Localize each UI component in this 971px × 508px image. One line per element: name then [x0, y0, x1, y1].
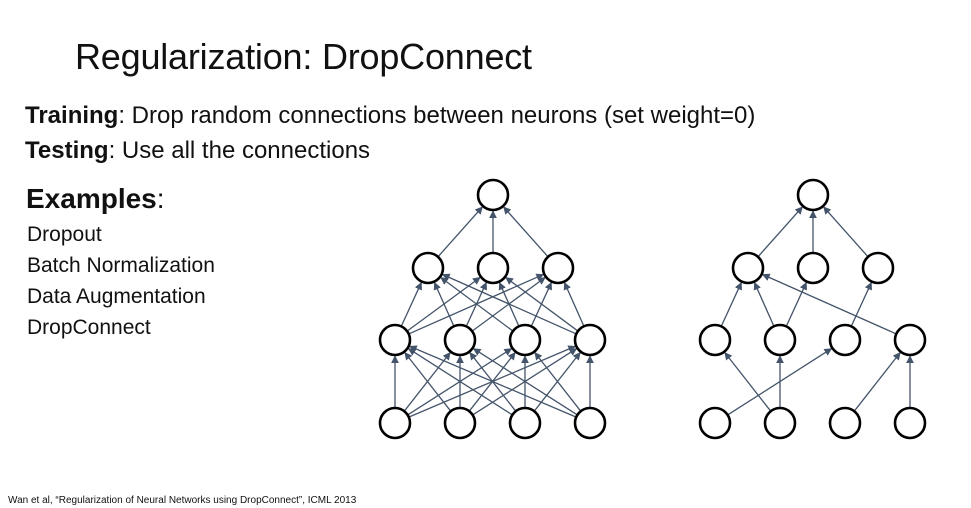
neuron-node	[411, 251, 445, 285]
connection-arrow	[440, 277, 514, 332]
connection-arrow	[407, 348, 513, 416]
connection-arrow	[441, 273, 577, 335]
training-line: Training: Drop random connections betwee…	[25, 101, 755, 131]
connection-arrow	[823, 206, 869, 258]
connection-arrow	[850, 281, 872, 327]
connection-arrow	[400, 281, 422, 327]
title-rest: : DropConnect	[302, 36, 532, 77]
connections	[720, 206, 914, 416]
connection-arrow	[724, 351, 772, 412]
neuron-node	[476, 178, 510, 212]
neuron-node	[828, 406, 862, 440]
neuron-node	[763, 323, 797, 357]
connection-arrow	[437, 206, 483, 258]
list-item: Dropout	[27, 223, 102, 246]
connection-arrow	[761, 273, 897, 335]
dropconnect-network-diagram	[698, 178, 927, 440]
neuron-node	[893, 406, 927, 440]
neuron-node	[698, 323, 732, 357]
neuron-node	[508, 323, 542, 357]
neuron-node	[861, 251, 895, 285]
examples-heading-colon: :	[156, 183, 165, 214]
neuron-node	[893, 323, 927, 357]
testing-text: : Use all the connections	[108, 137, 371, 164]
list-item: Batch Normalization	[27, 254, 215, 277]
page-title: Regularization: DropConnect	[75, 36, 532, 78]
connection-arrow	[534, 351, 582, 412]
neuron-node	[698, 406, 732, 440]
connection-arrow	[409, 345, 577, 418]
connection-arrow	[785, 281, 807, 327]
neuron-node	[378, 323, 412, 357]
neuron-node	[796, 251, 830, 285]
neuron-node	[796, 178, 830, 212]
testing-label: Testing	[25, 137, 109, 164]
connections	[391, 206, 594, 418]
neuron-node	[573, 406, 607, 440]
examples-heading: Examples:	[26, 182, 165, 216]
connection-arrow	[505, 277, 579, 332]
testing-line: Testing: Use all the connections	[25, 136, 370, 166]
neuron-node	[378, 406, 412, 440]
connection-arrow	[433, 281, 455, 327]
citation: Wan et al, “Regularization of Neural Net…	[8, 495, 357, 506]
title-keyword: Regularization	[75, 36, 303, 77]
connection-arrow	[720, 281, 742, 327]
neuron-node	[541, 251, 575, 285]
full-network-diagram	[378, 178, 607, 440]
connection-arrow	[753, 281, 775, 327]
neuron-node	[508, 406, 542, 440]
neuron-node	[828, 323, 862, 357]
examples-heading-label: Examples	[26, 183, 157, 214]
training-text: : Drop random connections between neuron…	[118, 102, 756, 129]
training-label: Training	[25, 102, 119, 129]
connection-arrow	[404, 351, 452, 412]
neuron-node	[443, 406, 477, 440]
connection-arrow	[757, 206, 803, 258]
connection-arrow	[472, 348, 578, 416]
examples-list: Dropout Batch Normalization Data Augment…	[27, 219, 215, 343]
neuron-node	[573, 323, 607, 357]
connection-arrow	[503, 206, 549, 258]
neuron-node	[476, 251, 510, 285]
list-item: DropConnect	[27, 316, 151, 339]
connection-arrow	[853, 351, 901, 412]
neuron-node	[763, 406, 797, 440]
list-item: Data Augmentation	[27, 285, 206, 308]
neuron-node	[443, 323, 477, 357]
connection-arrow	[563, 281, 585, 327]
neuron-node	[731, 251, 765, 285]
